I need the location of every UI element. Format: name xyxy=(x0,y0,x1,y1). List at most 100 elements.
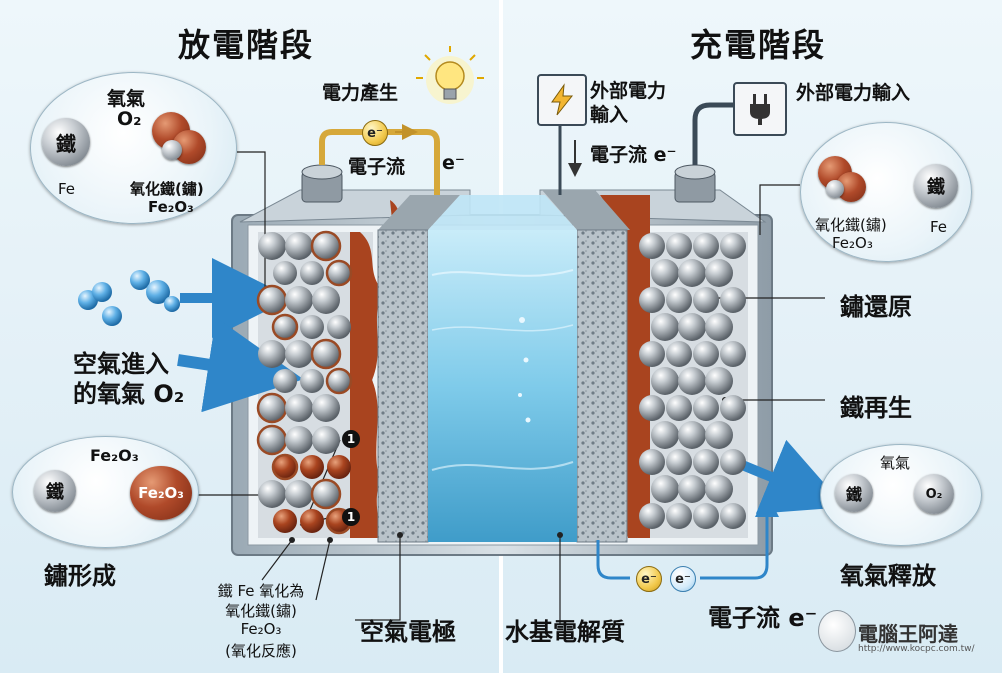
oxidation-line-1: 鐵 Fe 氧化為 xyxy=(217,582,305,600)
iron-particle xyxy=(693,233,719,259)
iron-particle xyxy=(300,369,324,393)
iron-particle xyxy=(651,421,679,449)
iron-particle xyxy=(271,313,299,341)
right-air-electrode xyxy=(576,229,628,543)
iron-particle xyxy=(678,313,706,341)
iron-particle xyxy=(720,287,746,313)
iron-particle xyxy=(651,475,679,503)
iron-particle xyxy=(256,392,288,424)
iron-particle xyxy=(666,341,692,367)
iron-particle xyxy=(639,287,665,313)
fe-ball: 鐵 xyxy=(42,118,90,166)
iron-particle xyxy=(312,426,340,454)
charge-electron-badge-2: e⁻ xyxy=(670,566,696,592)
charge-electron-flow-label: 電子流 e⁻ xyxy=(590,144,677,166)
o2-molecule-1 xyxy=(78,282,122,326)
rust-particle xyxy=(327,455,351,479)
iron-particle xyxy=(273,369,297,393)
iron-particle xyxy=(325,259,353,287)
iron-particle xyxy=(720,503,746,529)
iron-particle xyxy=(693,287,719,313)
iron-particle xyxy=(651,313,679,341)
iron-particle xyxy=(300,261,324,285)
o2-molecule-2 xyxy=(130,270,180,312)
iron-particle xyxy=(258,232,286,260)
fe-ball-right: 鐵 xyxy=(914,164,958,208)
electrolyte xyxy=(428,230,577,542)
rust-particle xyxy=(271,453,299,481)
discharge-title: 放電階段 xyxy=(178,26,315,64)
iron-particle xyxy=(666,233,692,259)
iron-particle xyxy=(639,503,665,529)
iron-particle xyxy=(258,340,286,368)
electron-badge-top: e⁻ xyxy=(362,120,388,146)
iron-particle xyxy=(285,480,313,508)
rust-reduction-label: 鏽還原 xyxy=(840,293,912,321)
rust-cluster-r-o xyxy=(826,180,844,198)
iron-particle xyxy=(720,395,746,421)
iron-particle xyxy=(639,395,665,421)
iron-particle xyxy=(310,338,342,370)
air-electrode-label: 空氣電極 xyxy=(360,618,456,646)
charge-fe2o3-label: Fe₂O₃ xyxy=(832,234,873,252)
iron-particle xyxy=(720,449,746,475)
iron-particle xyxy=(720,233,746,259)
left-rust-layer xyxy=(350,232,382,538)
rust-cluster-o xyxy=(162,140,182,160)
external-power-input-label: 外部電力輸入 xyxy=(796,82,911,104)
iron-particle xyxy=(666,449,692,475)
iron-particle xyxy=(678,259,706,287)
iron-particle xyxy=(705,313,733,341)
iron-particle xyxy=(678,421,706,449)
oxidation-line-2: 氧化鐵(鏽) xyxy=(225,602,297,620)
air-in-label-2: 的氧氣 O₂ xyxy=(73,380,185,408)
iron-particle xyxy=(285,340,313,368)
charge-fe-label: Fe xyxy=(930,218,948,236)
charge-fe-ball: 鐵 xyxy=(835,474,873,512)
external-power-line-2: 輸入 xyxy=(590,104,629,126)
rust-particle xyxy=(273,509,297,533)
watermark-url: http://www.kocpc.com.tw/ xyxy=(858,644,975,654)
iron-particle xyxy=(327,315,351,339)
external-power-line-1: 外部電力 xyxy=(590,80,667,102)
iron-particle xyxy=(310,230,342,262)
iron-particle xyxy=(693,503,719,529)
iron-particle xyxy=(258,480,286,508)
iron-particle xyxy=(678,367,706,395)
lightning-icon xyxy=(537,74,587,126)
iron-particle xyxy=(666,503,692,529)
power-generated-label: 電力產生 xyxy=(322,82,399,104)
power-plug-icon xyxy=(733,82,787,136)
charge-electron-badge-1: e⁻ xyxy=(636,566,662,592)
marker-1-top: 1 xyxy=(342,430,360,448)
iron-particle xyxy=(639,341,665,367)
charge-o2-ball: O₂ xyxy=(914,474,954,514)
iron-particle xyxy=(666,395,692,421)
iron-particle xyxy=(705,475,733,503)
iron-particle xyxy=(693,449,719,475)
iron-particle xyxy=(705,259,733,287)
iron-particle xyxy=(666,287,692,313)
charge-oxygen-label: 氧氣 xyxy=(880,454,911,472)
iron-particle xyxy=(639,449,665,475)
fe2o3-ball: Fe₂O₃ xyxy=(130,466,192,520)
o2-label: O₂ xyxy=(117,108,142,130)
oxidation-line-4: (氧化反應) xyxy=(225,642,297,660)
iron-particle xyxy=(693,341,719,367)
iron-particle xyxy=(256,424,288,456)
iron-particle xyxy=(678,475,706,503)
iron-particle xyxy=(693,395,719,421)
iron-particle xyxy=(705,367,733,395)
left-air-electrode xyxy=(377,229,429,543)
iron-particle xyxy=(720,341,746,367)
marker-1-bottom: 1 xyxy=(342,508,360,526)
iron-regen-label: 鐵再生 xyxy=(840,394,912,422)
iron-particle xyxy=(285,232,313,260)
iron-particle xyxy=(325,367,353,395)
fe2o3-top-label: Fe₂O₃ xyxy=(90,446,139,465)
light-bulb-icon xyxy=(416,46,484,104)
fe-label: Fe xyxy=(58,180,76,198)
